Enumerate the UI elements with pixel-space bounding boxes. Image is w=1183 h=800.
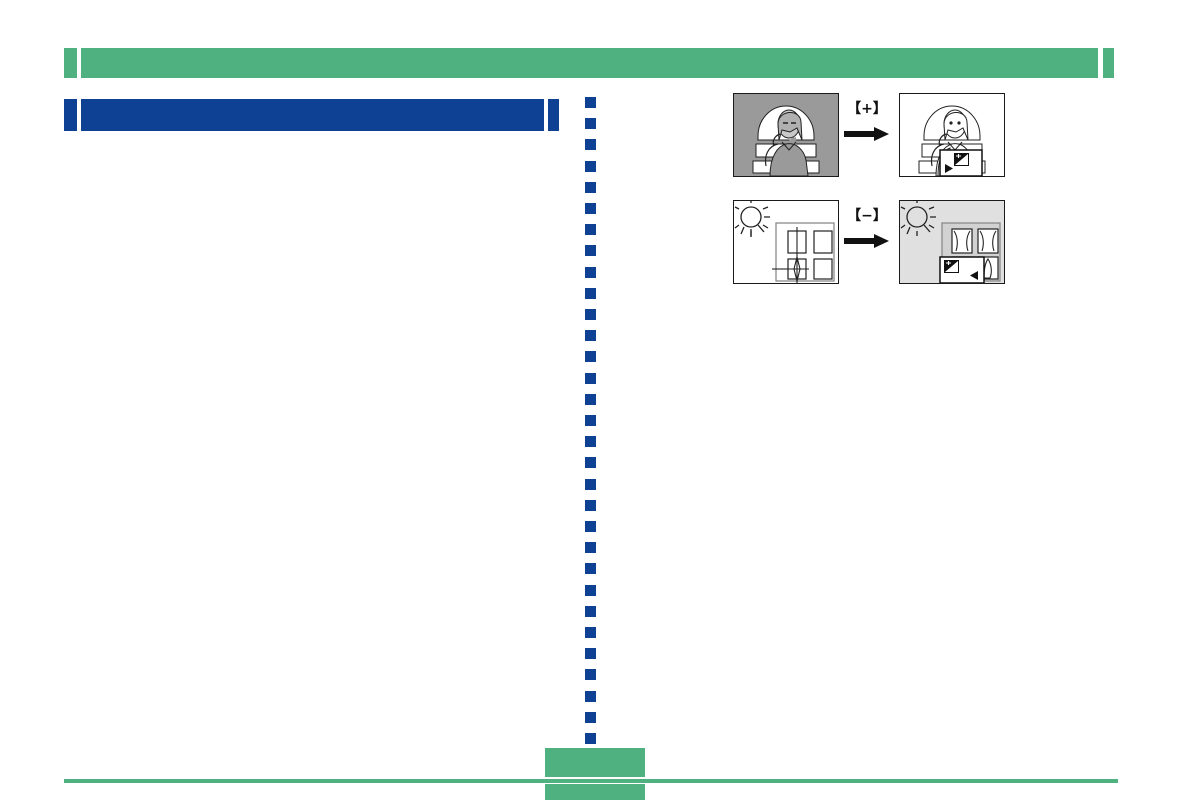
vertical-dotted-divider [585,97,596,744]
arrow-right-icon-2 [844,233,890,249]
operator-plus-group: 【+】 [842,96,892,176]
divider-dot [585,351,596,362]
divider-dot [585,139,596,150]
divider-dot [585,479,596,490]
header-green-band [81,48,1098,78]
divider-dot [585,309,596,320]
arrow-right-icon [844,126,890,142]
divider-dot [585,267,596,278]
footer-page-badge-bottom [545,784,645,800]
divider-dot [585,627,596,638]
illustration-area: 【+】 [720,88,1030,303]
footer-rule [64,779,1118,783]
operator-minus-group: 【−】 [842,203,892,283]
divider-dot [585,330,596,341]
divider-dot [585,648,596,659]
section-blue-tab [64,99,77,131]
divider-dot [585,457,596,468]
divider-dot [585,373,596,384]
divider-dot [585,606,596,617]
header-green-end-cap [1103,48,1114,78]
illustration-sunlit-building-darkened [899,200,1005,284]
divider-dot [585,245,596,256]
divider-dot [585,288,596,299]
divider-dot [585,542,596,553]
divider-dot [585,563,596,574]
divider-dot [585,691,596,702]
illustration-backlit-portrait-dark [733,93,839,177]
divider-dot [585,521,596,532]
illustration-sunlit-building-washed-out [733,200,839,284]
divider-dot [585,394,596,405]
divider-dot [585,203,596,214]
divider-dot [585,182,596,193]
illustration-row-minus: 【−】 [720,195,1030,290]
divider-dot [585,224,596,235]
divider-dot [585,712,596,723]
operator-label-plus: 【+】 [847,101,887,117]
divider-dot [585,669,596,680]
divider-dot [585,585,596,596]
section-blue-end-cap [548,99,559,131]
divider-dot [585,415,596,426]
divider-dot [585,436,596,447]
operator-label-minus: 【−】 [847,208,887,224]
divider-dot [585,161,596,172]
divider-dot [585,733,596,744]
illustration-backlit-portrait-brightened [899,93,1005,177]
section-title-text [94,105,534,127]
divider-dot [585,97,596,108]
divider-dot [585,500,596,511]
divider-dot [585,118,596,129]
header-green-tab [64,48,77,78]
footer-page-badge-top [545,748,645,777]
section-title-bar [81,99,544,131]
illustration-row-plus: 【+】 [720,88,1030,183]
